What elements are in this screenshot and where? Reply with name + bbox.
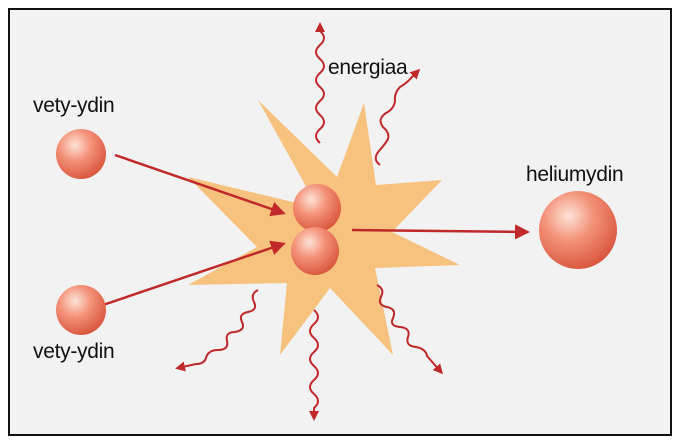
- hydrogen-label-top: vety-ydin: [33, 94, 114, 118]
- energy-label: energiaa: [328, 56, 407, 80]
- helium-nucleus: [539, 191, 617, 269]
- energy-wave-3: [178, 290, 258, 368]
- hydrogen-nucleus-top: [56, 129, 106, 179]
- energy-wave-2: [376, 71, 418, 165]
- energy-wave-4: [310, 310, 318, 418]
- helium-label: heliumydin: [526, 163, 623, 187]
- arrow-top-hydrogen: [115, 155, 283, 213]
- fusing-nucleus-top: [293, 184, 341, 232]
- energy-wave-1: [316, 25, 324, 143]
- hydrogen-label-bottom: vety-ydin: [33, 340, 114, 364]
- fusing-nucleus-bottom: [291, 227, 339, 275]
- hydrogen-nucleus-bottom: [56, 285, 106, 335]
